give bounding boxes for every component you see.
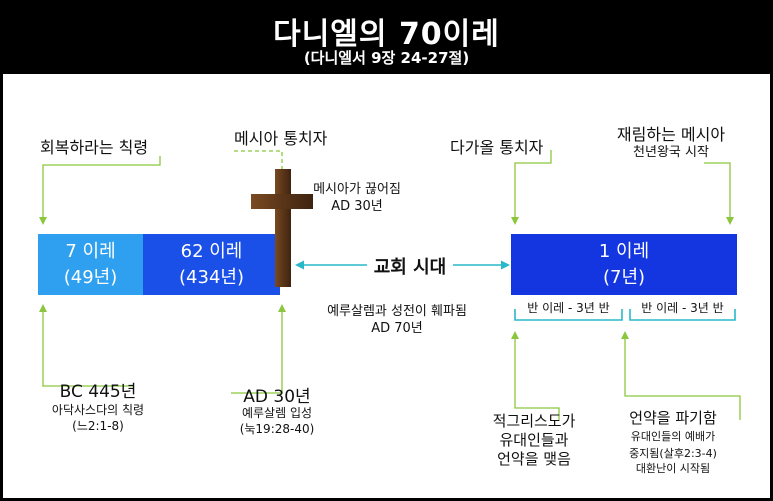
entry-label: 예루살렘 입성	[241, 406, 313, 420]
seg1-bar	[38, 234, 143, 295]
seg3-label: 1 이레(7년)	[598, 241, 650, 288]
break-covenant-label: 언약을 파기함	[629, 409, 717, 427]
seg1-label: 7 이레(49년)	[63, 241, 118, 288]
destruction-date: AD 70년	[371, 321, 423, 336]
antichrist-line1: 적그리스도가	[492, 412, 576, 430]
returning-messiah-label: 재림하는 메시아	[616, 125, 726, 144]
page-title: 다니엘의 70이레	[273, 17, 500, 52]
seg2-bar	[143, 234, 280, 295]
millennium-label: 천년왕국 시작	[633, 145, 709, 160]
seg3-bar	[511, 234, 737, 295]
coming-ruler-label: 다가올 통치자	[450, 138, 544, 157]
cut-off-date: AD 30년	[331, 199, 383, 214]
bc445-label: BC 445년	[59, 382, 137, 402]
neh-ref: (느2:1-8)	[72, 419, 124, 433]
cut-off-label: 메시아가 끊어짐	[313, 182, 401, 197]
artaxerxes-label: 아닥사스다의 칙령	[51, 403, 145, 417]
antichrist-line2: 유대인들과	[499, 431, 569, 449]
ad30-label: AD 30년	[243, 387, 311, 407]
decree-label: 회복하라는 칙령	[40, 138, 149, 157]
luke-ref: (눅19:28-40)	[239, 422, 315, 436]
destruction-label: 예루살렘과 성전이 훼파됨	[327, 304, 467, 319]
worship-line1: 유대인들의 예배가	[630, 430, 716, 443]
half-week-1: 반 이레 - 3년 반	[527, 301, 610, 315]
antichrist-line3: 언약을 맺음	[497, 450, 571, 468]
page-subtitle: (다니엘서 9장 24-27절)	[303, 49, 470, 67]
half-week-2: 반 이레 - 3년 반	[641, 301, 724, 315]
church-age-label: 교회 시대	[373, 257, 447, 278]
seg2-label: 62 이레(434년)	[179, 241, 244, 288]
diagram-graphics	[38, 150, 741, 420]
worship-line2: 중지됨(살후2:3-4)	[629, 447, 717, 460]
messiah-ruler-label: 메시아 통치자	[234, 129, 328, 148]
header-banner: 다니엘의 70이레 (다니엘서 9장 24-27절)	[3, 3, 770, 74]
worship-line3: 대환난이 시작됨	[635, 462, 711, 475]
